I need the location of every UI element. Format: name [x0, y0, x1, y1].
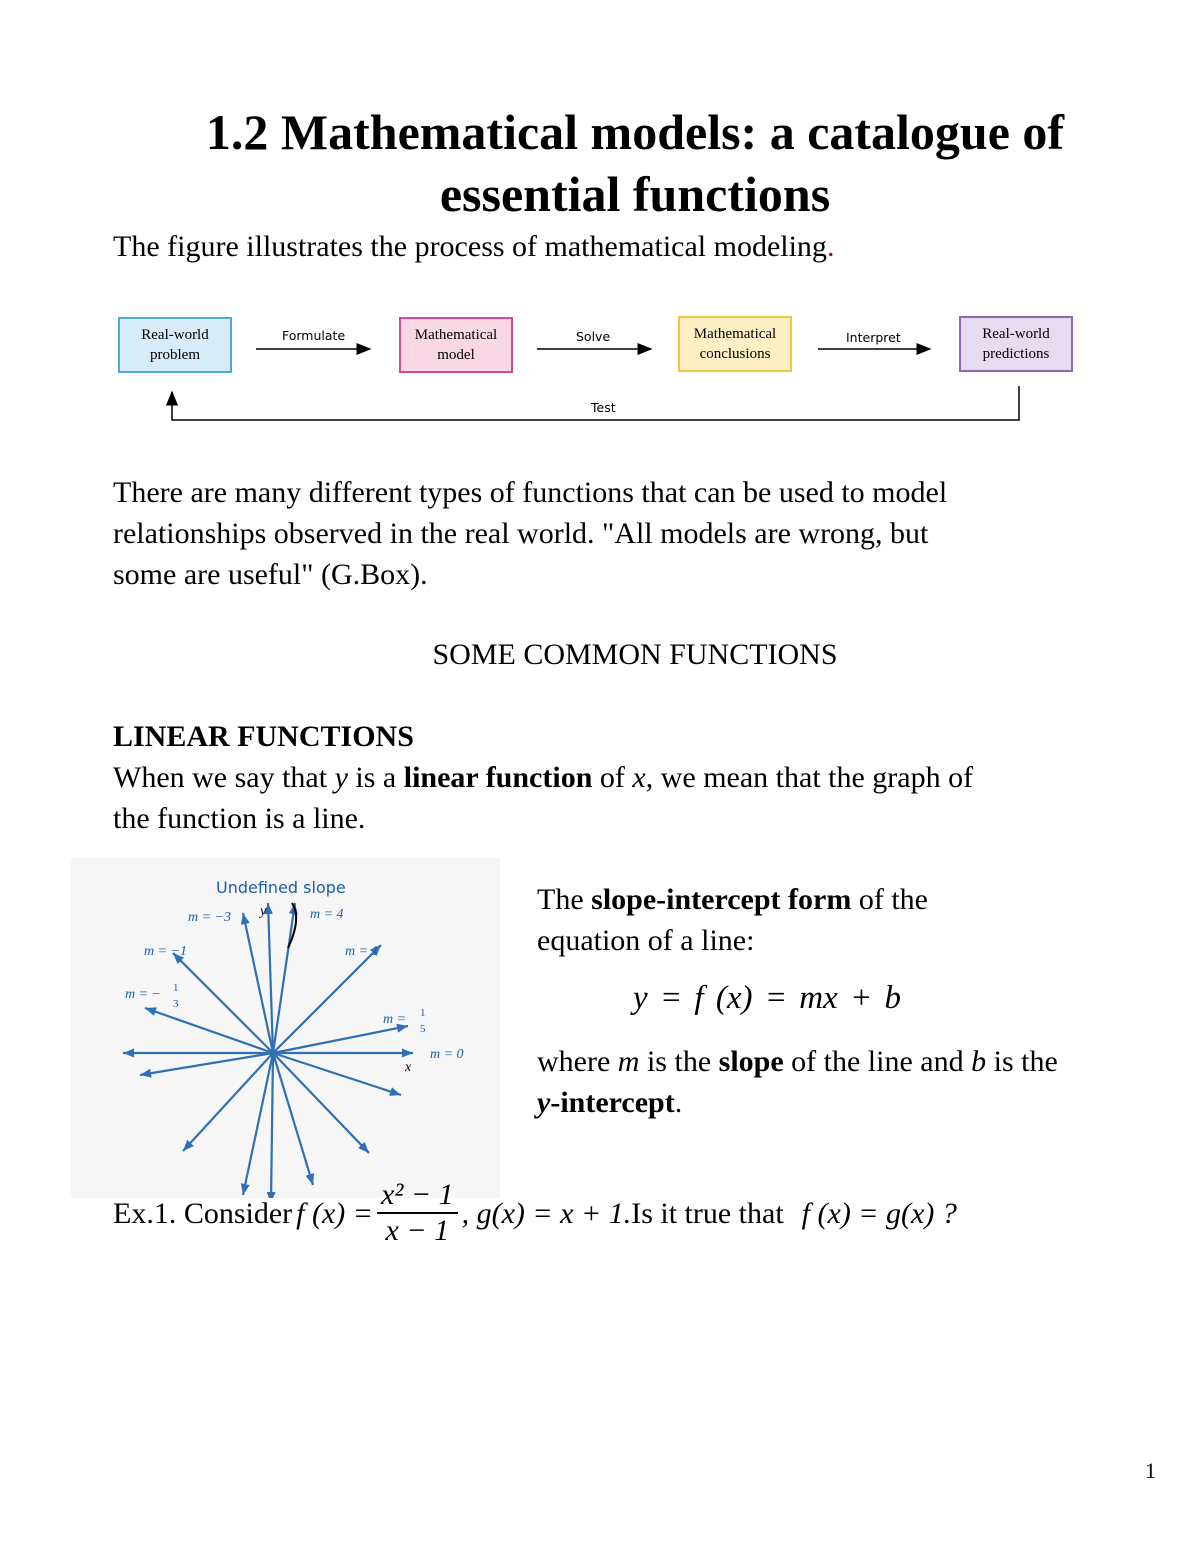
slope-line: [241, 1052, 275, 1196]
example-1: Ex.1. Consider f (x) = x² − 1 x − 1 , g(…: [113, 1178, 957, 1247]
label-third-num: 1: [173, 982, 179, 994]
label-fifth-den: 5: [420, 1023, 426, 1035]
graph-title: Undefined slope: [216, 878, 346, 897]
slope-arrowhead: [358, 1141, 369, 1153]
label-third-den: 3: [173, 998, 179, 1010]
slope-line: [172, 952, 274, 1054]
slopes-graph: Undefined slope m = −3 y m = 4 m = −1 m …: [70, 858, 500, 1198]
slope-line: [269, 1052, 275, 1198]
label-fifth-num: 1: [420, 1007, 426, 1019]
slope-line: [272, 1024, 409, 1055]
paragraph-line3: some are useful" (G.Box).: [113, 558, 428, 591]
slope-arrowhead: [266, 1191, 276, 1198]
label-test: Test: [591, 400, 616, 415]
label-m-fifth: m =: [383, 1012, 406, 1027]
label-m-neg-third: m = −: [125, 987, 161, 1002]
slope-arrowhead: [145, 1007, 157, 1016]
label-m-0: m = 0: [430, 1047, 464, 1062]
slope-arrowhead: [402, 1048, 413, 1058]
paragraph-line2: relationships observed in the real world…: [113, 517, 929, 550]
linear-functions-heading: LINEAR FUNCTIONS: [113, 720, 414, 753]
slope-arrowhead: [305, 1173, 315, 1185]
linear-definition-line1: When we say that y is a linear function …: [113, 761, 974, 794]
flow-arrows: [166, 343, 1020, 421]
page-number: 1: [1145, 1458, 1156, 1483]
label-interpret: Interpret: [846, 330, 901, 345]
label-solve: Solve: [576, 329, 611, 344]
slope-arrowhead: [183, 1139, 194, 1151]
slope-line: [271, 902, 297, 1054]
label-m-4: m = 4: [310, 907, 344, 922]
label-y-axis: y: [258, 904, 267, 919]
slope-arrowhead: [396, 1023, 408, 1033]
slope-arrowhead: [240, 1183, 250, 1195]
section-heading: SOME COMMON FUNCTIONS: [432, 638, 838, 671]
slope-line: [241, 912, 275, 1054]
slope-explanation-line2: y-intercept.: [537, 1086, 683, 1119]
slope-line: [144, 1006, 274, 1055]
slope-form-line2: equation of a line:: [537, 924, 755, 957]
page-title-line2: essential functions: [439, 166, 831, 222]
slope-arrowhead: [370, 945, 381, 956]
slope-line: [139, 1051, 274, 1077]
example-fraction: x² − 1 x − 1: [377, 1180, 458, 1246]
paragraph-line1: There are many different types of functi…: [113, 476, 948, 509]
label-formulate: Formulate: [282, 328, 346, 343]
slope-arrowhead: [123, 1048, 134, 1058]
page-title: 1.2 Mathematical models: a catalogue of: [205, 104, 1065, 160]
slope-line: [271, 1052, 315, 1186]
undefined-slope-pointer: [287, 902, 298, 949]
slope-explanation-line1: where m is the slope of the line and b i…: [537, 1045, 1058, 1078]
slope-arrowhead: [140, 1068, 152, 1078]
label-x-axis: x: [404, 1060, 412, 1075]
label-m-1: m = 1: [345, 944, 379, 959]
label-m-neg1: m = −1: [144, 944, 187, 959]
slope-arrowhead: [263, 903, 273, 915]
label-m-neg3: m = −3: [188, 910, 231, 925]
slope-arrowhead: [389, 1087, 401, 1096]
slope-line: [272, 1052, 370, 1154]
slope-form-line1: The slope-intercept form of the: [537, 883, 928, 916]
linear-definition-line2: the function is a line.: [113, 802, 366, 835]
slope-arrowhead: [240, 913, 250, 925]
slope-line: [272, 1051, 402, 1097]
slope-line: [182, 1052, 274, 1152]
slope-line: [266, 902, 275, 1054]
slope-arrowhead: [173, 953, 184, 964]
slope-line: [272, 944, 382, 1054]
arrow-test-feedback: [166, 386, 1020, 421]
intro-text: The figure illustrates the process of ma…: [113, 230, 835, 263]
slope-intercept-equation: y = f (x) = mx + b: [633, 980, 901, 1016]
